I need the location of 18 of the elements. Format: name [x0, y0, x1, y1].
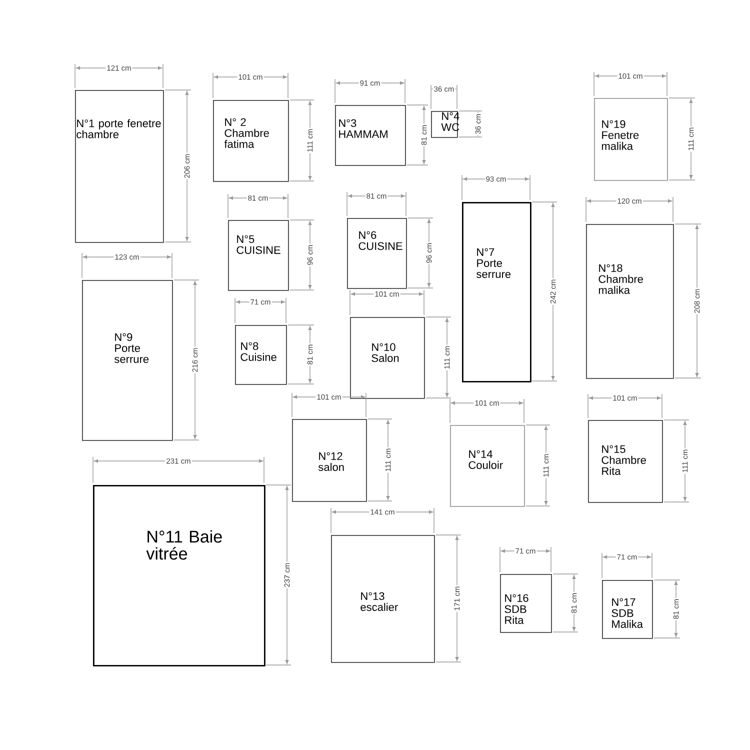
room-box: N°17 SDB Malika — [602, 580, 653, 639]
room-box: N°12 salon — [292, 419, 367, 502]
room-box: N°6 CUISINE — [347, 218, 407, 289]
room-box: N°7 Porte serrure — [462, 202, 532, 382]
room-box: N°16 SDB Rita — [500, 574, 552, 633]
room-box: N°13 escalier — [331, 535, 435, 663]
room-box: N°5 CUISINE — [228, 220, 289, 291]
room-box: N°10 Salon — [350, 317, 425, 399]
room-box: N° 2 Chambre fatima — [213, 100, 289, 182]
room-box: N°3 HAMMAM — [335, 105, 406, 166]
room-box: N°15 Chambre Rita — [588, 420, 663, 503]
room-box: N°18 Chambre malika — [586, 224, 674, 379]
room-box: N°9 Porte serrure — [82, 280, 173, 441]
room-box: N°11 Baie vitrée — [93, 485, 266, 666]
room-box: N°1 porte fenetre chambre — [75, 90, 164, 243]
room-box: N°19 Fenetre malika — [594, 98, 668, 181]
room-box: N°8 Cuisine — [235, 325, 287, 385]
room-box: N°14 Couloir — [450, 425, 525, 507]
